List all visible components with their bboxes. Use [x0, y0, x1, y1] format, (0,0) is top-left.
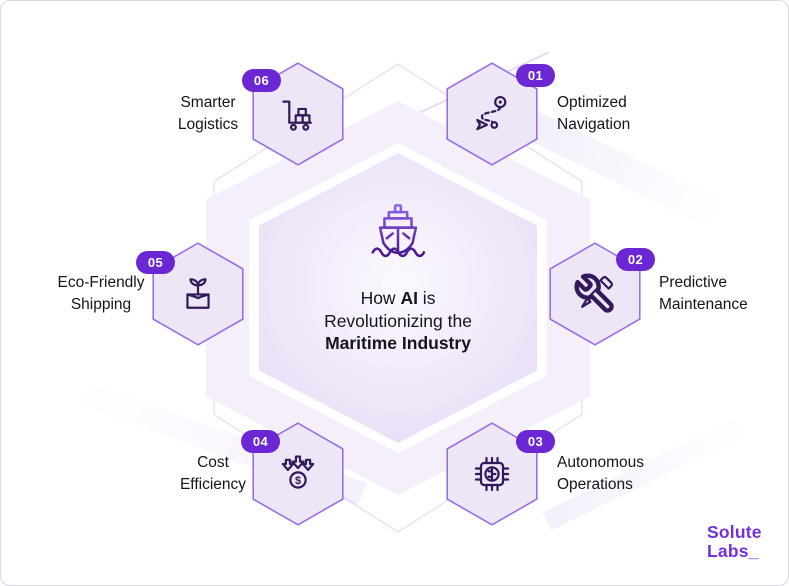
infographic-title: How AI is Revolutionizing the Maritime I…	[288, 287, 508, 355]
title-text: is	[417, 288, 436, 308]
logo-line: Solute	[707, 522, 762, 542]
center-hexagon	[259, 153, 537, 443]
node-label: Optimized Navigation	[557, 92, 630, 136]
step-badge: 01	[516, 64, 555, 87]
node-autonomous-operations: 03 Autonomous Operations	[446, 422, 644, 526]
step-badge: 02	[616, 248, 655, 271]
node-cost-efficiency: $ 04 Cost Efficiency	[180, 422, 344, 526]
node-label-line: Optimized	[557, 94, 627, 111]
node-label-line: Predictive	[659, 274, 728, 291]
node-label: Predictive Maintenance	[659, 272, 748, 316]
node-label: Autonomous Operations	[557, 452, 644, 496]
title-line-3: Maritime Industry	[325, 333, 471, 353]
hexagon-tile	[446, 62, 538, 166]
node-label-line: Cost	[197, 454, 229, 471]
node-label-line: Shipping	[70, 296, 132, 313]
dollar-down-arrows-icon: $	[281, 455, 315, 489]
step-badge: 03	[516, 430, 555, 453]
node-label-line: Maintenance	[659, 296, 748, 313]
node-label-line: Logistics	[177, 116, 239, 133]
ship-icon	[371, 204, 426, 258]
node-predictive-maintenance: 02 Predictive Maintenance	[549, 242, 748, 346]
logo-line: Labs_	[707, 541, 759, 561]
title-line-2: Revolutionizing the	[324, 310, 472, 331]
chip-brain-icon	[474, 456, 510, 492]
tools-icon	[574, 273, 614, 313]
step-badge: 05	[136, 251, 175, 274]
node-label-line: Eco-Friendly	[57, 274, 145, 291]
node-optimized-navigation: 01 Optimized Navigation	[446, 62, 630, 166]
node-smarter-logistics: 06 Smarter Logistics	[178, 62, 344, 166]
node-label-line: Navigation	[557, 116, 631, 133]
svg-text:$: $	[295, 475, 301, 487]
node-label: Smarter Logistics	[128, 92, 288, 136]
node-eco-friendly-shipping: 05 Eco-Friendly Shipping	[58, 242, 244, 346]
outer-hexagon-ring	[213, 63, 583, 533]
route-icon	[476, 95, 507, 131]
node-label: Eco-Friendly Shipping	[21, 272, 181, 316]
node-label-line: Smarter	[180, 94, 236, 111]
step-badge: 06	[242, 69, 281, 92]
trolley-boxes-icon	[282, 100, 312, 131]
solutelabs-logo: Solute Labs_	[707, 523, 762, 561]
title-line-1: How AI is	[288, 287, 508, 310]
node-label-line: Autonomous	[557, 454, 645, 471]
step-badge: 04	[241, 430, 280, 453]
node-label-line: Operations	[557, 476, 633, 493]
eco-box-sprout-icon	[186, 278, 210, 309]
title-text-bold: AI	[400, 288, 418, 308]
node-label: Cost Efficiency	[133, 452, 293, 496]
title-text: How	[360, 288, 401, 308]
node-label-line: Efficiency	[179, 476, 247, 493]
